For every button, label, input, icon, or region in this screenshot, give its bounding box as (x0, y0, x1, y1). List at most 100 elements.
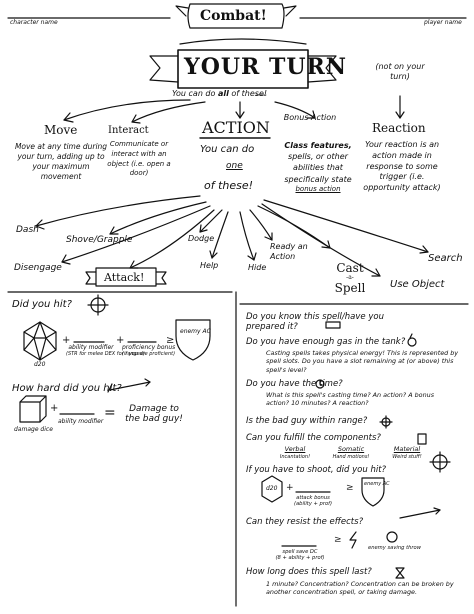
action-search: Search (428, 253, 463, 264)
arrow-to-ready (249, 209, 273, 241)
plus-sign-2: + (116, 335, 125, 346)
action-can-do: You can do (200, 144, 255, 155)
arrow-to-interact (131, 101, 206, 123)
shield-spell-icon (361, 477, 385, 507)
spell-q8-desc: 1 minute? Concentration? Concentration c… (266, 580, 454, 597)
spell-attack-bonus-block: attack bonus (ability + prof) (290, 495, 336, 507)
page-title: Combat! (200, 8, 267, 24)
your-turn-banner (177, 49, 309, 89)
gte-sign-2: ≥ (346, 483, 354, 493)
action-title: ACTION (202, 118, 270, 137)
crosshair-shoot-icon (429, 451, 451, 473)
scroll-icon (325, 321, 341, 329)
attack-d20-label: d20 (34, 361, 46, 368)
bonus-desc: Class features, spells, or other abiliti… (280, 140, 356, 195)
spell-enemy-saving: enemy saving throw (368, 545, 421, 551)
move-desc: Move at any time during your turn, addin… (14, 142, 108, 182)
vs-sign: ≥ (334, 535, 342, 545)
action-help: Help (200, 261, 219, 270)
interact-desc: Communicate or interact with an object (… (107, 140, 171, 178)
attack-ability-modifier-2: ability modifier (58, 418, 104, 425)
spell-q4: Is the bad guy within range? (246, 416, 368, 426)
saving-throw-icon (386, 531, 398, 543)
action-use-object: Use Object (390, 279, 445, 290)
action-of-these: of these! (204, 179, 254, 192)
arrow-to-disengage (61, 205, 211, 263)
resist-arrow-icon (399, 507, 441, 519)
arrow-to-move (63, 99, 191, 121)
arrow-to-search (263, 199, 429, 253)
interact-title: Interact (108, 125, 149, 136)
cast-text: Cast (336, 261, 364, 275)
arrow-to-attack (129, 209, 215, 269)
d20-spell-icon (261, 475, 283, 503)
move-title: Move (44, 123, 78, 137)
bonus-title: Bonus Action (283, 113, 337, 122)
plus-sign-1: + (62, 335, 71, 346)
crosshair-spell-icon (379, 415, 393, 429)
action-dodge: Dodge (188, 234, 215, 243)
spell-q6: If you have to shoot, did you hit? (246, 465, 387, 475)
gte-sign: ≥ (166, 335, 175, 346)
action-attack: Attack! (104, 271, 145, 284)
bonus-desc-4: specifically state (284, 174, 352, 184)
lightning-icon (349, 531, 357, 549)
attack-damage-dice: damage dice (14, 426, 53, 433)
spell-q7: Can they resist the effects? (246, 517, 364, 527)
reaction-title: Reaction (372, 121, 426, 135)
bonus-desc-5: bonus action (295, 184, 341, 193)
attack-damage-to: Damage to the bad guy! (125, 404, 183, 425)
not-on-turn-note: (not on your turn) (375, 62, 425, 82)
attack-did-you-hit: Did you hit? (12, 299, 72, 310)
shield-icon (175, 319, 211, 361)
attack-prof-block: proficiency bonus (if you are proficient… (122, 344, 176, 358)
d20-icon (23, 321, 57, 361)
arrow-to-use-object (261, 203, 381, 277)
reaction-desc: Your reaction is an action made in respo… (363, 140, 441, 193)
spell-d20-label: d20 (266, 485, 278, 492)
attack-str-dex-label: (STR for melee DEX for ranged) (66, 351, 145, 358)
character-name-label: character name (10, 19, 58, 26)
of-these-text: of these! (231, 89, 268, 98)
clock-icon (315, 379, 325, 389)
arrow-to-dash (35, 195, 201, 227)
somatic-label: Somatic (337, 445, 365, 453)
arrow-to-hide (239, 211, 255, 261)
component-material: Material Weird stuff! (382, 445, 432, 460)
action-cast-a-spell: Cast -a- Spell (330, 261, 370, 295)
spell-save-block: spell save DC (8 + ability + prof) (272, 549, 328, 561)
action-hide: Hide (248, 263, 267, 272)
hourglass-icon (395, 567, 405, 579)
spell-q2: Do you have enough gas in the tank? (246, 337, 406, 347)
bonus-desc-2: spells, or other (288, 152, 348, 162)
bonus-desc-3: abilities that (293, 163, 343, 173)
a-text: -a- (346, 274, 354, 282)
action-ready: Ready an Action (270, 242, 308, 261)
attack-how-hard: How hard did you hit? (12, 383, 122, 394)
spell-save-dc: spell save DC (282, 549, 318, 555)
action-one: one (226, 161, 243, 171)
somatic-desc: Hand motions! (332, 453, 370, 460)
spell-enemy-ac: enemy AC (364, 481, 390, 487)
plus-sign-4: + (286, 483, 294, 493)
all-text: all (217, 89, 229, 98)
your-turn-title: YOUR TURN (184, 54, 347, 80)
attack-ability-block: ability modifier (STR for melee DEX for … (66, 344, 145, 358)
attack-banner (95, 267, 157, 287)
hand-icon (417, 433, 427, 445)
player-name-label: player name (424, 19, 462, 26)
material-desc: Weird stuff! (392, 453, 422, 460)
attack-ability-label: ability modifier (68, 344, 114, 351)
component-verbal: Verbal Incantation! (270, 445, 320, 460)
spell-save-sub: (8 + ability + prof) (275, 555, 325, 562)
verbal-label: Verbal (284, 445, 306, 453)
attack-if-proficient: (if you are proficient) (122, 351, 176, 358)
spell-q3: Do you have the time? (246, 379, 343, 389)
action-dash: Dash (16, 225, 39, 235)
spell-attack-bonus: attack bonus (296, 495, 330, 501)
arrow-to-bonus (274, 101, 316, 119)
component-somatic: Somatic Hand motions! (326, 445, 376, 460)
combat-banner (187, 3, 285, 29)
arrow-hit-icon (107, 378, 151, 393)
